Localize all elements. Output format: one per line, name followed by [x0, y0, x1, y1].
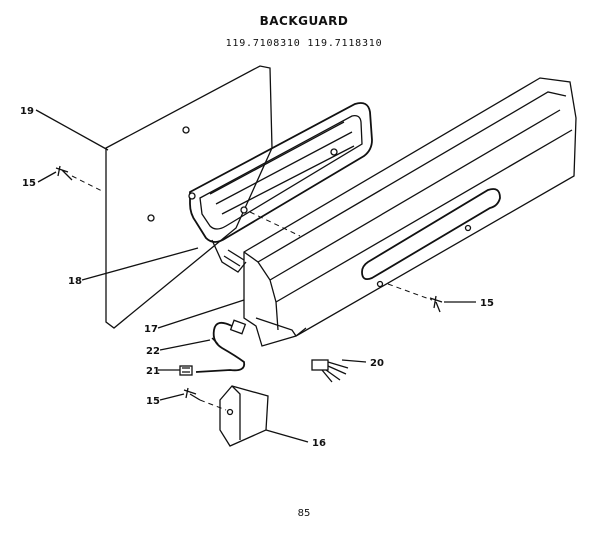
mounting-bracket — [219, 385, 269, 447]
terminal-block — [179, 365, 193, 376]
leader-18 — [81, 247, 199, 281]
alignment-line — [199, 399, 227, 411]
terminal-block-right — [311, 359, 349, 383]
callout-21: 21 — [146, 366, 160, 377]
callout-19: 19 — [20, 106, 34, 117]
callout-15-right: 15 — [480, 298, 494, 309]
screw-right — [429, 295, 443, 313]
leader-22 — [159, 339, 211, 351]
alignment-line — [387, 283, 433, 301]
leader-19 — [35, 109, 109, 151]
page-number: 85 — [297, 508, 311, 519]
screw-lower-left — [183, 387, 201, 401]
callout-17: 17 — [144, 324, 158, 335]
rear-panel — [105, 65, 273, 329]
model-numbers: 119.7108310 119.7118310 — [225, 38, 383, 49]
leader-15a — [37, 171, 57, 183]
alignment-line — [249, 211, 301, 237]
diagram-title: BACKGUARD — [259, 14, 349, 28]
wire-harness — [195, 319, 247, 373]
callout-18: 18 — [68, 276, 82, 287]
screw-upper-left — [55, 165, 73, 181]
callout-15: 15 — [22, 178, 36, 189]
alignment-line — [71, 175, 105, 193]
callout-15-lower: 15 — [146, 396, 160, 407]
leader-20 — [341, 359, 367, 363]
backguard-body — [243, 77, 577, 347]
light-channel — [188, 102, 373, 273]
leader-15b — [159, 393, 185, 401]
callout-22: 22 — [146, 346, 160, 357]
callout-20: 20 — [370, 358, 384, 369]
callout-16: 16 — [312, 438, 326, 449]
leader-17 — [157, 299, 245, 329]
leader-16 — [265, 429, 309, 443]
